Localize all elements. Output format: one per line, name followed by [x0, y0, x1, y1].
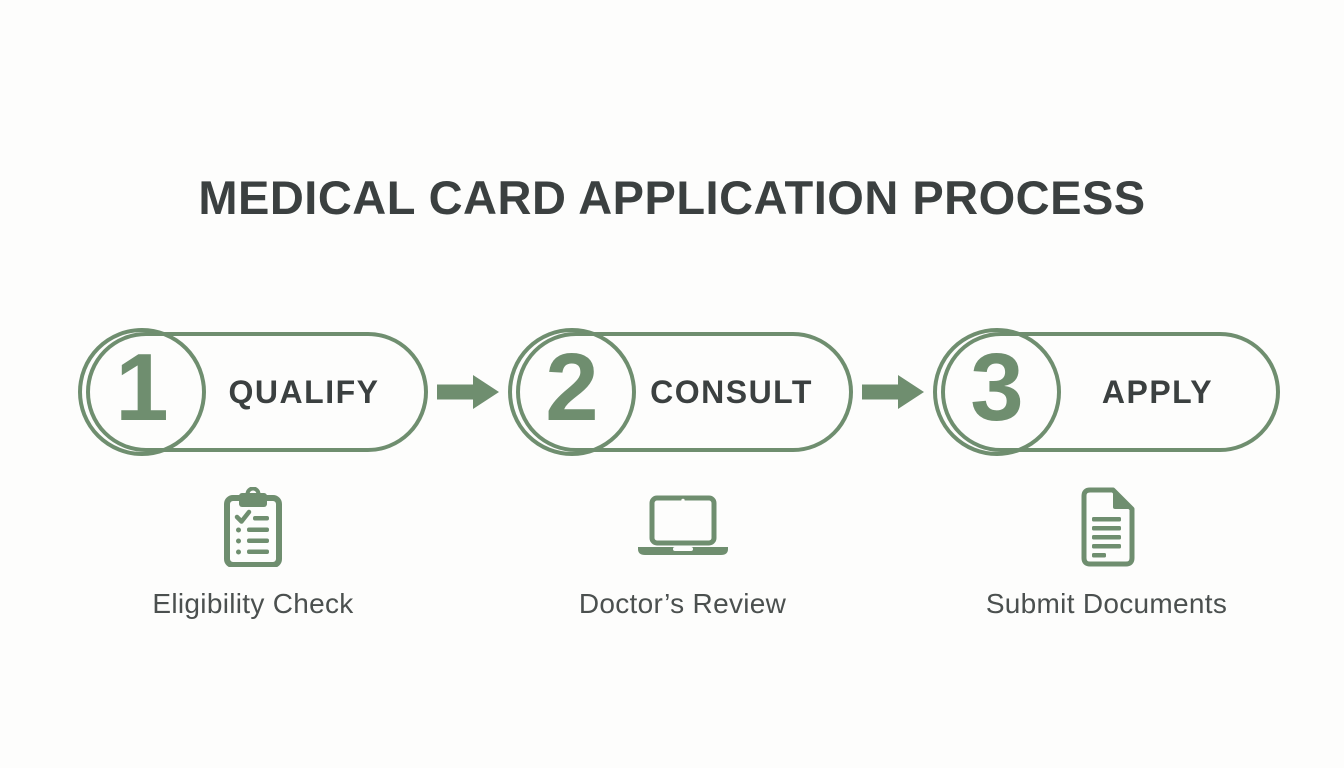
step-detail-consult: Doctor’s Review — [510, 486, 855, 620]
step-number-circle: 1 — [78, 328, 206, 456]
process-steps-row: 1 QUALIFY 2 CONSULT 3 APPLY — [78, 328, 1280, 456]
step-caption: Submit Documents — [985, 588, 1228, 619]
step-caption: Doctor’s Review — [578, 588, 787, 619]
step-pill-consult: 2 CONSULT — [508, 328, 853, 456]
step-detail-qualify: Eligibility Check — [78, 486, 428, 620]
step-number: 2 — [545, 334, 599, 441]
step-number-circle: 3 — [933, 328, 1061, 456]
step-label: APPLY — [1101, 373, 1214, 410]
step-caption: Eligibility Check — [152, 588, 354, 619]
step-detail-apply: Submit Documents — [933, 486, 1280, 620]
step-pill-qualify: 1 QUALIFY — [78, 328, 428, 456]
page-title: MEDICAL CARD APPLICATION PROCESS — [198, 171, 1146, 224]
arrow-right-icon — [862, 372, 924, 412]
step-number: 3 — [970, 334, 1024, 441]
document-icon — [1078, 486, 1136, 568]
step-pill-apply: 3 APPLY — [933, 328, 1280, 456]
step-number: 1 — [115, 334, 169, 441]
arrow-right-icon — [437, 372, 499, 412]
step-label: QUALIFY — [228, 373, 380, 410]
laptop-icon — [635, 486, 731, 568]
clipboard-checklist-icon — [223, 486, 283, 568]
step-number-circle: 2 — [508, 328, 636, 456]
step-label: CONSULT — [650, 373, 813, 410]
